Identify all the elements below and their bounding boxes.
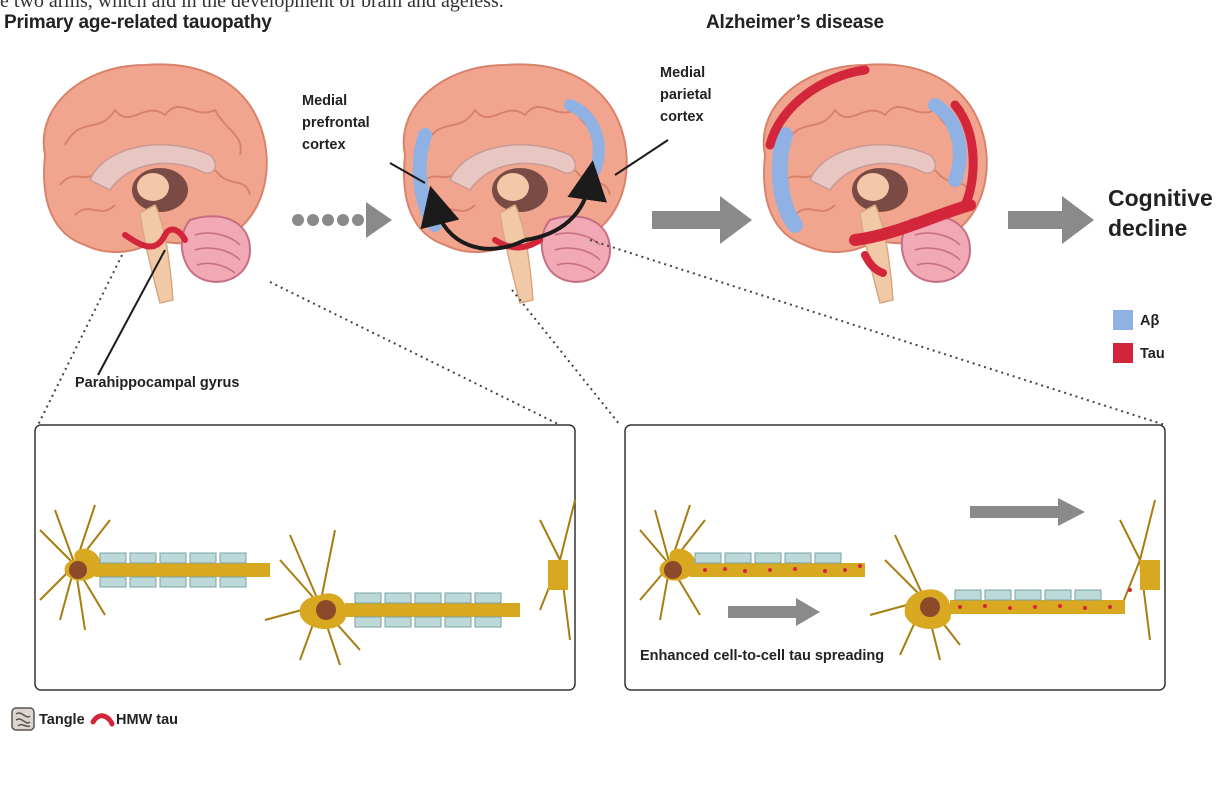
progression-arrow-2	[652, 196, 752, 244]
label-cognitive-decline: Cognitive decline	[1108, 183, 1213, 243]
label-parahippocampal-gyrus: Parahippocampal gyrus	[75, 372, 239, 394]
legend-label-abeta: Aβ	[1140, 310, 1159, 332]
label-medial-prefrontal-line-1: Medial	[302, 90, 370, 112]
label-medial-prefrontal-line-2: prefrontal	[302, 112, 370, 134]
label-medial-prefrontal: Medial prefrontal cortex	[302, 90, 370, 156]
label-medial-parietal: Medial parietal cortex	[660, 62, 712, 128]
legend-label-hmw-tau: HMW tau	[116, 709, 178, 731]
label-cognitive-decline-line-2: decline	[1108, 213, 1213, 243]
label-medial-parietal-line-3: cortex	[660, 106, 712, 128]
brain-stage-3	[764, 64, 987, 303]
progression-dotted-arrow	[292, 202, 392, 238]
brain-stage-2	[404, 64, 627, 303]
legend-swatch-tau	[1113, 343, 1133, 363]
label-medial-prefrontal-line-3: cortex	[302, 134, 370, 156]
label-medial-parietal-line-1: Medial	[660, 62, 712, 84]
leader-line-parahippocampal	[98, 250, 165, 375]
label-enhanced-spreading: Enhanced cell-to-cell tau spreading	[640, 645, 884, 667]
progression-arrow-3	[1008, 196, 1094, 244]
legend-label-tangle: Tangle	[39, 709, 85, 731]
legend-swatch-abeta	[1113, 310, 1133, 330]
legend-label-tau: Tau	[1140, 343, 1165, 365]
hmw-tau-icon	[93, 716, 112, 724]
tangle-icon	[12, 708, 34, 730]
label-medial-parietal-line-2: parietal	[660, 84, 712, 106]
label-cognitive-decline-line-1: Cognitive	[1108, 183, 1213, 213]
